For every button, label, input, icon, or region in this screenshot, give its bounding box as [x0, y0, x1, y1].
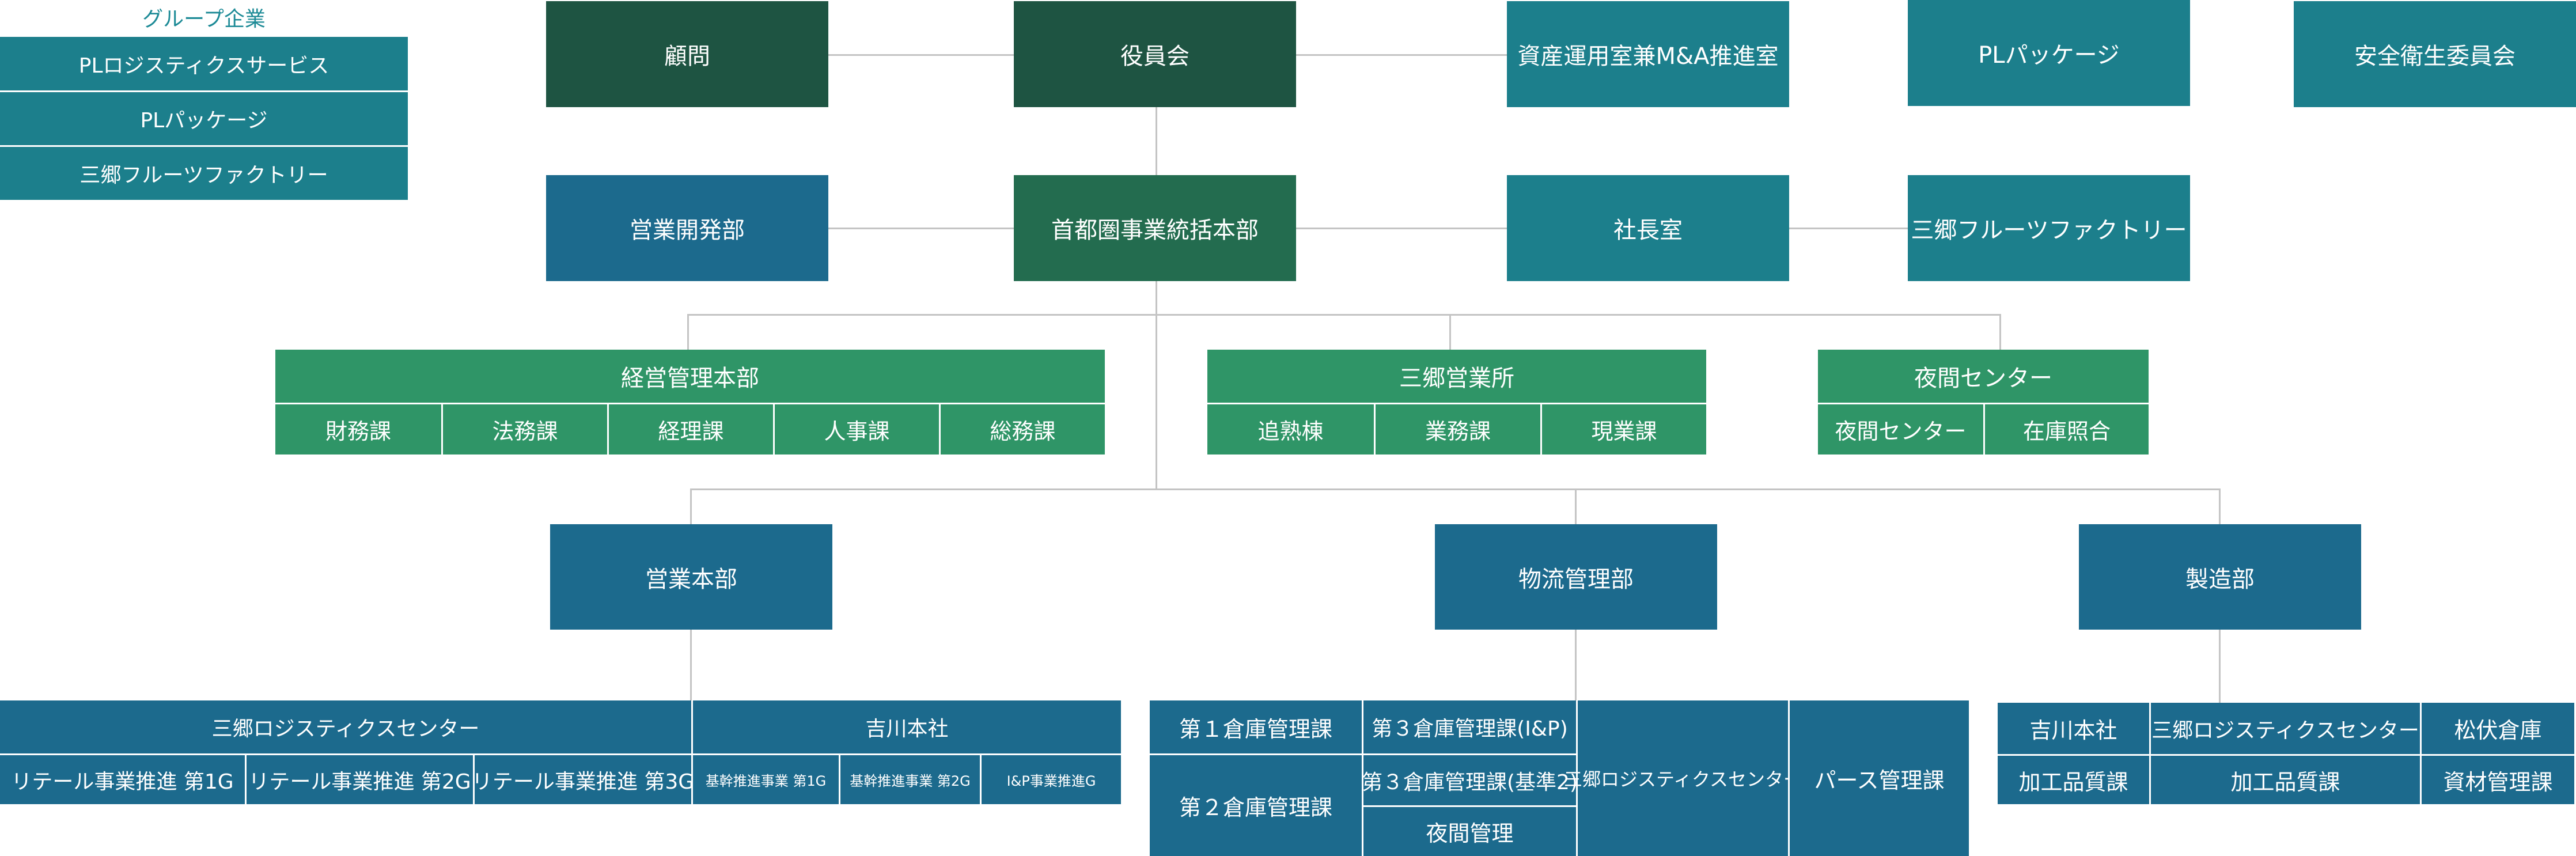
pl-package-box: PLパッケージ — [1908, 0, 2190, 106]
misato-center-header: 三郷ロジスティクスセンター — [0, 700, 691, 753]
connector — [1156, 107, 1157, 176]
connector — [828, 54, 1014, 56]
connector — [1575, 488, 1577, 524]
connector — [690, 488, 692, 524]
unit-cell: 松伏倉庫 — [2420, 703, 2574, 754]
connector — [690, 630, 692, 700]
unit-cell: I&P事業推進G — [980, 753, 1121, 804]
section-cell: 総務課 — [939, 403, 1105, 454]
connector — [687, 314, 689, 350]
connector — [1789, 228, 1908, 229]
unit-cell: 基幹推進事業 第1G — [691, 753, 839, 804]
group-item: PLパッケージ — [0, 90, 408, 145]
unit-cell: 基幹推進事業 第2G — [839, 753, 980, 804]
unit-cell: 吉川本社 — [1998, 703, 2149, 754]
connector — [2219, 630, 2221, 703]
section-cell: 在庫照合 — [1983, 403, 2149, 454]
management-hq-title: 経営管理本部 — [275, 350, 1105, 403]
unit-cell: リテール事業推進 第3G — [472, 753, 694, 804]
unit-cell: 資材管理課 — [2420, 754, 2574, 804]
section-cell: 財務課 — [275, 403, 441, 454]
unit-cell: 夜間管理 — [1362, 805, 1576, 856]
section-cell: 業務課 — [1374, 403, 1540, 454]
group-item: PLロジスティクスサービス — [0, 37, 408, 90]
yoshikawa-header: 吉川本社 — [691, 700, 1121, 753]
unit-cell: 三郷ロジスティクスセンター — [2149, 703, 2420, 754]
section-cell: 追熟棟 — [1207, 403, 1374, 454]
manufacturing-division-box: 製造部 — [2079, 524, 2361, 630]
connector — [690, 488, 2221, 490]
unit-cell: 第２倉庫管理課 — [1150, 753, 1362, 856]
metro-hq-box: 首都圏事業統括本部 — [1014, 175, 1296, 281]
connector — [1296, 228, 1507, 229]
logistics-division-box: 物流管理部 — [1435, 524, 1717, 630]
unit-cell: リテール事業推進 第2G — [245, 753, 473, 804]
section-cell: 人事課 — [773, 403, 939, 454]
unit-cell: 第１倉庫管理課 — [1150, 700, 1362, 753]
unit-cell: 第３倉庫管理課(基準2) — [1362, 753, 1578, 805]
safety-committee-box: 安全衛生委員会 — [2294, 1, 2576, 107]
unit-cell: 加工品質課 — [2149, 754, 2420, 804]
unit-cell: 三郷ロジスティクスセンター — [1564, 700, 1802, 856]
asset-office-box: 資産運用室兼M&A推進室 — [1507, 1, 1789, 107]
section-cell: 夜間センター — [1818, 403, 1983, 454]
unit-cell: 第３倉庫管理課(I&P) — [1362, 700, 1576, 753]
connector — [2219, 488, 2221, 524]
misato-office-title: 三郷営業所 — [1207, 350, 1706, 403]
connector — [1575, 630, 1577, 700]
president-office-box: 社長室 — [1507, 175, 1789, 281]
section-cell: 法務課 — [441, 403, 607, 454]
night-center-title: 夜間センター — [1818, 350, 2149, 403]
advisor-box: 顧問 — [546, 1, 828, 107]
connector — [1156, 281, 1157, 490]
sales-division-box: 営業本部 — [550, 524, 832, 630]
section-cell: 現業課 — [1540, 403, 1706, 454]
connector — [1296, 54, 1507, 56]
connector — [687, 314, 2001, 316]
sales-dev-box: 営業開発部 — [546, 175, 828, 281]
unit-cell: リテール事業推進 第1G — [0, 753, 245, 804]
section-cell: 経理課 — [607, 403, 773, 454]
unit-cell: 加工品質課 — [1998, 754, 2149, 804]
connector — [1999, 314, 2001, 350]
unit-cell: パース管理課 — [1788, 700, 1969, 856]
fruit-factory-box: 三郷フルーツファクトリー — [1908, 175, 2190, 281]
connector — [1449, 314, 1451, 350]
group-item: 三郷フルーツファクトリー — [0, 145, 408, 200]
board-box: 役員会 — [1014, 1, 1296, 107]
connector — [828, 228, 1014, 229]
group-caption: グループ企業 — [142, 7, 266, 31]
